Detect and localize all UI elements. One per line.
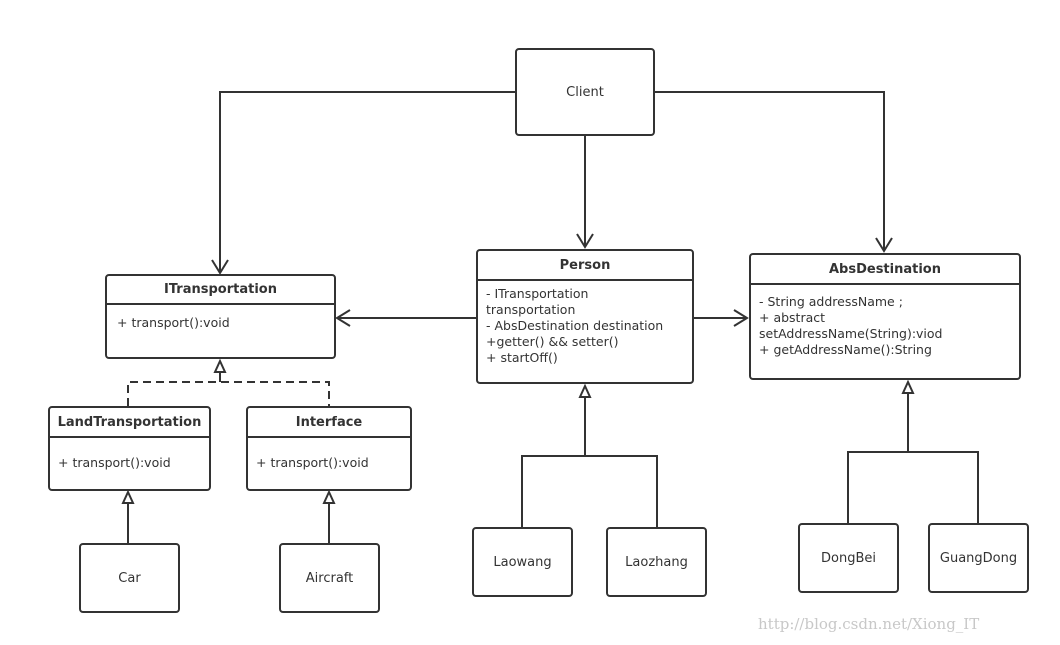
class-name: Person	[478, 251, 692, 281]
class-landtransportation[interactable]: LandTransportation + transport():void	[48, 406, 211, 491]
class-members: - String addressName ; + abstract setAdd…	[759, 294, 943, 357]
class-name: Client	[566, 84, 604, 100]
class-name: Laowang	[493, 554, 552, 570]
class-name: Aircraft	[305, 570, 354, 586]
class-name: Car	[118, 570, 141, 586]
class-name: Laozhang	[625, 554, 688, 570]
association-client-absdestination	[654, 91, 893, 253]
class-aircraft[interactable]: Aircraft	[279, 543, 380, 613]
class-members: + transport():void	[117, 315, 230, 330]
class-laozhang[interactable]: Laozhang	[606, 527, 707, 597]
class-name: DongBei	[821, 550, 876, 566]
class-itransportation[interactable]: ITransportation + transport():void	[105, 274, 336, 359]
generalization-absdestination	[847, 379, 979, 523]
class-name: AbsDestination	[751, 255, 1019, 285]
class-dongbei[interactable]: DongBei	[798, 523, 899, 593]
generalization-person	[521, 383, 658, 527]
generalization-car	[121, 489, 135, 543]
class-name: LandTransportation	[50, 408, 209, 438]
class-person[interactable]: Person - ITransportation transportation …	[476, 249, 694, 384]
realization-itransportation	[127, 358, 330, 406]
class-guangdong[interactable]: GuangDong	[928, 523, 1029, 593]
generalization-aircraft	[322, 489, 336, 543]
class-members: - ITransportation transportation - AbsDe…	[486, 286, 664, 365]
class-name: GuangDong	[939, 550, 1018, 566]
class-car[interactable]: Car	[79, 543, 180, 613]
association-client-person	[576, 135, 594, 249]
association-person-absdestination	[693, 309, 749, 327]
class-name: Interface	[248, 408, 410, 438]
class-laowang[interactable]: Laowang	[472, 527, 573, 597]
class-members: + transport():void	[58, 455, 171, 470]
class-absdestination[interactable]: AbsDestination - String addressName ; + …	[749, 253, 1021, 380]
association-client-itransportation	[211, 91, 515, 275]
watermark: http://blog.csdn.net/Xiong_IT	[758, 615, 980, 633]
class-name: ITransportation	[107, 276, 334, 305]
class-client[interactable]: Client	[515, 48, 655, 136]
class-members: + transport():void	[256, 455, 369, 470]
class-interface[interactable]: Interface + transport():void	[246, 406, 412, 491]
association-person-itransportation	[335, 309, 476, 327]
